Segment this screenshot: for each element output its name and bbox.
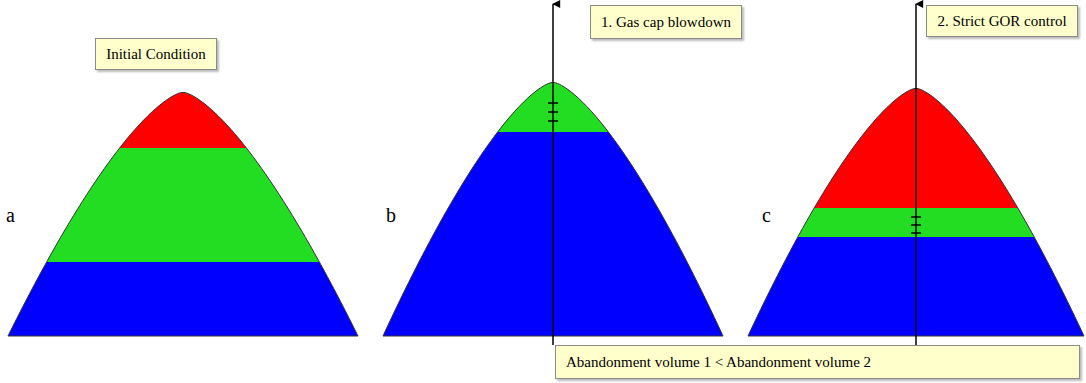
perforation-tick [911, 216, 921, 218]
box-text: 1. Gas cap blowdown [601, 13, 731, 31]
perforation-tick [911, 232, 921, 234]
perforation-tick [548, 102, 558, 104]
box-text: Abandonment volume 1 < Abandonment volum… [566, 353, 1069, 371]
perforation-tick [548, 120, 558, 122]
perforation-tick [911, 224, 921, 226]
fluid-layer [6, 148, 360, 262]
box-text: 2. Strict GOR control [937, 12, 1067, 30]
text-box: Abandonment volume 1 < Abandonment volum… [555, 345, 1080, 379]
dome-outline [8, 92, 358, 336]
reservoir-dome [381, 0, 725, 383]
panel-letter: a [6, 204, 15, 226]
text-box: Initial Condition [95, 38, 217, 70]
well-line [552, 4, 554, 345]
perforation-tick [548, 111, 558, 113]
reservoir-dome [6, 0, 360, 383]
panel-letter: b [386, 204, 396, 226]
text-box: 2. Strict GOR control [926, 5, 1078, 37]
box-text: Initial Condition [106, 45, 206, 63]
fluid-layer [6, 262, 360, 383]
text-box: 1. Gas cap blowdown [590, 5, 742, 39]
panel-letter: c [762, 204, 771, 226]
fluid-layer [6, 0, 360, 148]
well-line [915, 4, 917, 345]
reservoir-dome [746, 0, 1086, 383]
